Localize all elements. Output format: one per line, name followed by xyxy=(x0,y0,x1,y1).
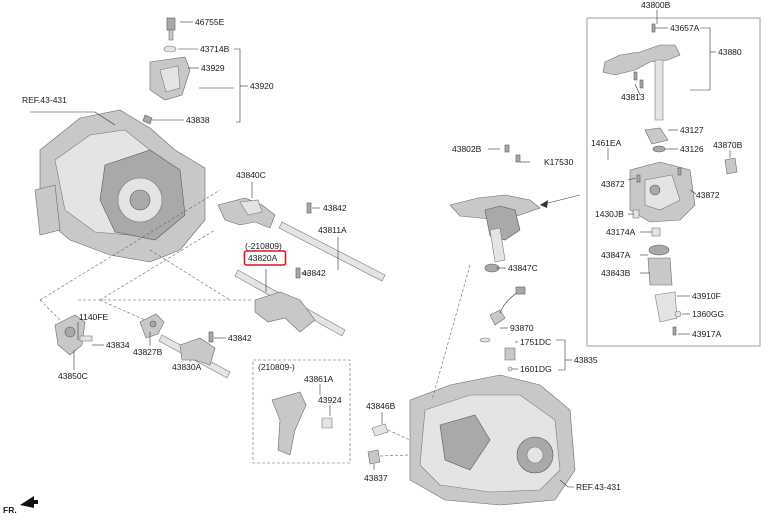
label-43657A[interactable]: 43657A xyxy=(670,23,700,33)
front-arrow-icon xyxy=(20,496,38,508)
lever-43850C xyxy=(54,314,93,356)
guide-center-to-case xyxy=(431,264,471,401)
label-43929[interactable]: 43929 xyxy=(201,63,225,73)
label-ref-bottom[interactable]: REF.43-431 xyxy=(576,482,621,492)
fork-43830A xyxy=(158,331,231,379)
part-labels: 46755E 43714B 43929 43920 43838 REF.43-4… xyxy=(22,0,743,492)
label-43838[interactable]: 43838 xyxy=(186,115,210,125)
label-43126[interactable]: 43126 xyxy=(680,144,704,154)
label-43872-b[interactable]: 43872 xyxy=(696,190,720,200)
label-43827B[interactable]: 43827B xyxy=(133,347,163,357)
label-1140FE[interactable]: 1140FE xyxy=(79,312,108,322)
label-43861A[interactable]: 43861A xyxy=(304,374,334,384)
transmission-case-bottom xyxy=(409,374,576,506)
label-43830A[interactable]: 43830A xyxy=(172,362,202,372)
label-43811A[interactable]: 43811A xyxy=(318,225,347,235)
label-43872-a[interactable]: 43872 xyxy=(601,179,625,189)
label-43843B[interactable]: 43843B xyxy=(601,268,631,278)
label-93870[interactable]: 93870 xyxy=(510,323,534,333)
label-43837[interactable]: 43837 xyxy=(364,473,388,483)
fork-43820A xyxy=(234,267,346,337)
part-43827B xyxy=(139,313,165,339)
variant-box-210809 xyxy=(252,359,351,464)
fork-43840C xyxy=(217,197,386,282)
label-K17530[interactable]: K17530 xyxy=(544,157,574,167)
label-43920[interactable]: 43920 xyxy=(250,81,274,91)
detail-arrow-head xyxy=(540,200,548,208)
parts-43846B-43837 xyxy=(367,423,411,465)
label-43174A[interactable]: 43174A xyxy=(606,227,636,237)
label-43846B[interactable]: 43846B xyxy=(366,401,396,411)
label-1601DG[interactable]: 1601DG xyxy=(520,364,552,374)
label-43847C[interactable]: 43847C xyxy=(508,263,538,273)
label-43842-b[interactable]: 43842 xyxy=(302,268,326,278)
label-43924[interactable]: 43924 xyxy=(318,395,342,405)
label-43800B[interactable]: 43800B xyxy=(641,0,671,10)
label-43847A[interactable]: 43847A xyxy=(601,250,631,260)
label-43880[interactable]: 43880 xyxy=(718,47,742,57)
label-43910F[interactable]: 43910F xyxy=(692,291,721,301)
label-43820A[interactable]: 43820A xyxy=(248,253,278,263)
label-43870B[interactable]: 43870B xyxy=(713,140,743,150)
label-43802B[interactable]: 43802B xyxy=(452,144,482,154)
label-ref-top[interactable]: REF.43-431 xyxy=(22,95,67,105)
label-43714B[interactable]: 43714B xyxy=(200,44,230,54)
label-46755E[interactable]: 46755E xyxy=(195,17,225,27)
detail-box-43800B xyxy=(586,17,761,347)
label-43917A[interactable]: 43917A xyxy=(692,329,722,339)
label-1461EA[interactable]: 1461EA xyxy=(591,138,622,148)
front-indicator: FR. xyxy=(3,496,38,515)
label-43127[interactable]: 43127 xyxy=(680,125,704,135)
label-43842-c[interactable]: 43842 xyxy=(228,333,252,343)
label-43834[interactable]: 43834 xyxy=(106,340,130,350)
label-43840C[interactable]: 43840C xyxy=(236,170,266,180)
highlight-box-43820A xyxy=(243,250,287,266)
leader-lines xyxy=(30,10,731,488)
label-210809-minus: (-210809) xyxy=(245,241,282,251)
transmission-case-left xyxy=(34,109,206,263)
label-43835[interactable]: 43835 xyxy=(574,355,598,365)
label-fr: FR. xyxy=(3,505,17,515)
label-43850C[interactable]: 43850C xyxy=(58,371,88,381)
label-210809-plus: (210809-) xyxy=(258,362,295,372)
label-1751DC[interactable]: 1751DC xyxy=(520,337,551,347)
label-1360GG[interactable]: 1360GG xyxy=(692,309,724,319)
label-43842-a[interactable]: 43842 xyxy=(323,203,347,213)
label-1430JB[interactable]: 1430JB xyxy=(595,209,624,219)
shift-assembly-center xyxy=(449,144,541,372)
label-43813[interactable]: 43813 xyxy=(621,92,645,102)
dashed-guides-left xyxy=(39,189,252,321)
shift-bracket-43920 xyxy=(142,17,191,125)
